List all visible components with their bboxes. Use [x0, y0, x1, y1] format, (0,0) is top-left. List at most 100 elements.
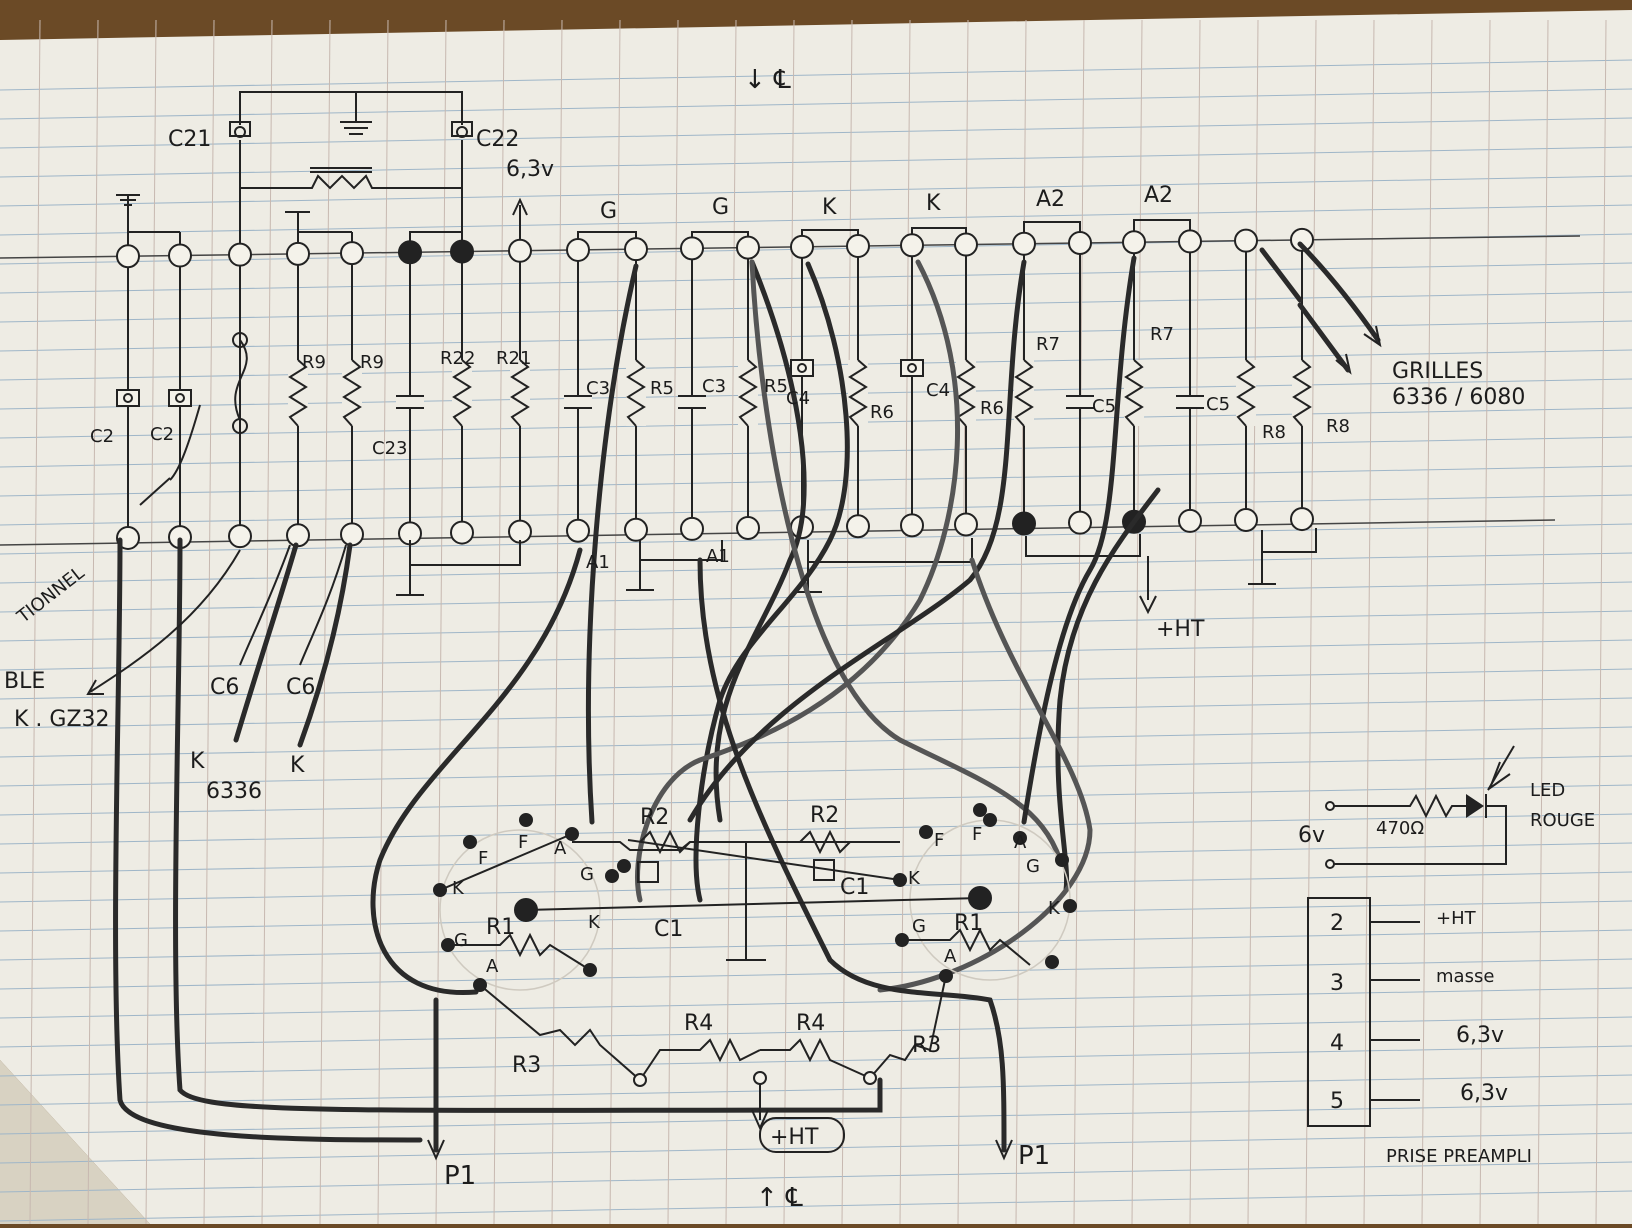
ruling-line [0, 204, 1632, 236]
socket-pin [1055, 853, 1069, 867]
socket-right-a: A [1014, 832, 1027, 853]
ruling-line [0, 1161, 1632, 1193]
connector-caption: PRISE PREAMPLI [1386, 1146, 1532, 1167]
bottom-terminal [116, 525, 140, 550]
electrolytic-capacitor-dot [123, 393, 133, 403]
r6b-label: R6 [980, 398, 1004, 419]
ruling-line [0, 639, 1632, 671]
top-terminal [1290, 227, 1314, 252]
capacitor-gap [678, 396, 706, 408]
a1-label-right: A1 [706, 546, 730, 567]
ruling-column [1015, 19, 1027, 1225]
top-terminal [736, 235, 760, 260]
socket-pin [973, 803, 987, 817]
bottom-terminal [228, 524, 252, 549]
ruling-line [0, 1016, 1632, 1048]
top-terminal [1178, 229, 1202, 254]
ruling-column [261, 19, 273, 1225]
top-terminal [168, 243, 192, 268]
c1b-label: C1 [840, 875, 869, 900]
resistor-symbol [626, 359, 646, 427]
bottom-terminal [680, 516, 704, 541]
ruling-column [841, 19, 853, 1225]
ruling-line [0, 59, 1632, 91]
socket-pin [433, 883, 447, 897]
ruling-line [0, 378, 1632, 410]
ruling-column [87, 19, 99, 1225]
ruling-line [0, 697, 1632, 729]
resistor-symbol [956, 359, 976, 427]
c2b-label: C2 [150, 424, 174, 445]
c4b-label: C4 [926, 380, 950, 401]
top-terminal [900, 233, 924, 258]
socket-pin [1013, 831, 1027, 845]
socket-left-f2: F [518, 832, 528, 853]
electrolytic-capacitor [168, 389, 192, 407]
connector-pin-4-label: 6,3v [1456, 1023, 1504, 1048]
top-terminal [398, 240, 422, 265]
r8b-label: R8 [1326, 416, 1350, 437]
socket-pin [983, 813, 997, 827]
r6a-label: R6 [870, 402, 894, 423]
kgz32-label: K . GZ32 [14, 707, 110, 732]
socket-left-a2: A [486, 956, 499, 977]
electrolytic-capacitor-dot [797, 363, 807, 373]
led-colour-label: ROUGE [1530, 810, 1595, 831]
resistor-symbol [848, 359, 868, 427]
led-label: LED [1530, 780, 1565, 801]
socket-pin [893, 873, 907, 887]
c3b-label: C3 [702, 376, 726, 397]
ruling-line [0, 146, 1632, 178]
top-terminal [340, 241, 364, 266]
top-terminal [566, 237, 590, 262]
resistor-symbol [1014, 359, 1034, 427]
c3a-label: C3 [586, 378, 610, 399]
a1-label-left: A1 [586, 552, 610, 573]
ruling-line [0, 871, 1632, 903]
r1b-label: R1 [954, 911, 983, 936]
r8a-label: R8 [1262, 422, 1286, 443]
top-terminal [450, 239, 474, 264]
electrolytic-capacitor [790, 359, 814, 377]
centerline-bottom: ↑ ℄ [756, 1183, 803, 1213]
bottom-terminal [846, 514, 870, 539]
r21-label: R21 [496, 348, 531, 369]
junction-terminal [633, 1073, 647, 1087]
socket-left-k: K [452, 878, 465, 899]
ruling-column [725, 19, 737, 1225]
socket-pin [473, 978, 487, 992]
centerline-top: ↓ ℄ [744, 65, 791, 95]
bottom-terminal [900, 513, 924, 538]
socket-pin [583, 963, 597, 977]
socket-pin [617, 859, 631, 873]
socket-pin [565, 827, 579, 841]
preampli-connector [1307, 897, 1420, 1127]
socket-pin [1045, 955, 1059, 969]
r9b-label: R9 [360, 352, 384, 373]
r7b-label: R7 [1150, 324, 1174, 345]
connector-pin-5-num: 5 [1330, 1089, 1344, 1114]
grilles-tubes-label: 6336 / 6080 [1392, 385, 1525, 410]
ruling-column [493, 19, 505, 1225]
ruling-line [0, 987, 1632, 1019]
c23-label: C23 [372, 438, 407, 459]
r4b-label: R4 [796, 1011, 825, 1036]
ruling-line [0, 1045, 1632, 1077]
electrolytic-capacitor [116, 389, 140, 407]
group-label-a2a: A2 [1036, 187, 1065, 212]
grilles-label: GRILLES [1392, 359, 1483, 384]
led-resistor-label: 470Ω [1376, 818, 1424, 839]
interconnect-wires [86, 255, 1161, 1161]
ruling-line [0, 1074, 1632, 1106]
bottom-terminal [566, 518, 590, 543]
ruling-line [0, 581, 1632, 613]
socket-pin [519, 813, 533, 827]
electrolytic-capacitor [900, 359, 924, 377]
c6-label-right: C6 [286, 675, 315, 700]
p1-label-right: P1 [1018, 1141, 1050, 1171]
bottom-terminal [1068, 510, 1092, 535]
top-board [0, 91, 1581, 615]
socket-pin [605, 869, 619, 883]
bottom-terminal [340, 522, 364, 547]
connector-pin-5-label: 6,3v [1460, 1081, 1508, 1106]
